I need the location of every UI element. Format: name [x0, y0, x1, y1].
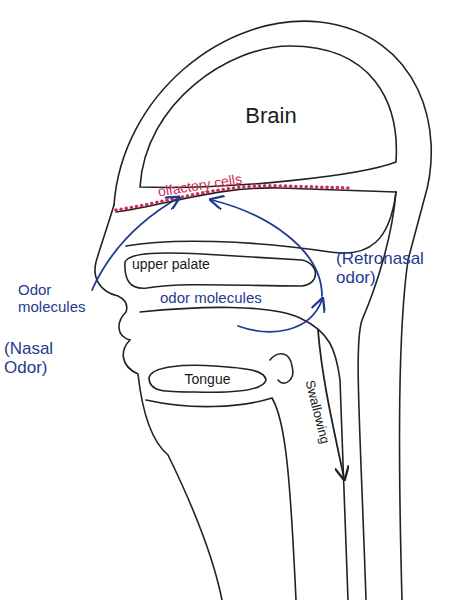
olfactory-dot — [320, 185, 324, 189]
olfactory-dot — [165, 198, 169, 202]
olfactory-dot — [325, 186, 329, 190]
olfactory-dot — [284, 184, 288, 188]
nasal-arrow — [92, 198, 178, 290]
olfactory-dot — [330, 186, 334, 190]
skull-outline — [114, 21, 431, 600]
olfactory-dot — [294, 185, 298, 189]
olfactory-dot — [310, 185, 314, 189]
olfactory-dot — [304, 185, 308, 189]
olfactory-dot — [252, 185, 256, 189]
retronasal-label: (Retronasal odor) — [336, 250, 456, 287]
shape-node: upper palate — [122, 250, 322, 290]
olfactory-dot — [299, 185, 303, 189]
odor-label: odor molecules — [160, 290, 300, 307]
outline-group — [95, 21, 431, 600]
node-text: Tongue — [185, 371, 231, 387]
olfactory-dot — [155, 201, 159, 205]
olfactory-dot — [336, 186, 340, 190]
node-text: upper palate — [132, 256, 210, 272]
olfactory-dot — [278, 184, 282, 188]
olfactory-dot — [258, 184, 262, 188]
olfactory-dot — [346, 186, 350, 190]
shape-node: Brain — [140, 42, 402, 190]
dot-guide — [116, 188, 350, 212]
uvula — [270, 354, 293, 383]
olfactory-dot — [135, 205, 139, 209]
olfactory-dot — [119, 207, 123, 211]
olfactory-dot — [160, 200, 164, 204]
odor-label: Odor molecules — [18, 282, 98, 315]
node-outline-path — [140, 46, 396, 187]
mouth-roof — [140, 307, 348, 600]
olfactory-dot — [124, 207, 128, 211]
olfactory-dot — [289, 185, 293, 189]
nasal-floor — [126, 192, 396, 253]
olfactory-dot — [140, 204, 144, 208]
nasal-label: (Nasal Odor) — [4, 340, 74, 377]
olfactory-dot — [315, 185, 319, 189]
jaw-throat-line — [146, 398, 296, 600]
olfactory-dot — [130, 206, 134, 210]
olfactory-label: olfactory cells — [120, 166, 280, 206]
olfactory-dot — [247, 185, 251, 189]
olfactory-dot — [268, 184, 272, 188]
olfactory-dot — [263, 184, 267, 188]
shape-node: Tongue — [145, 362, 270, 396]
olfactory-dot — [114, 208, 118, 212]
node-outline-path — [149, 365, 266, 392]
retronasal-arrow — [212, 200, 322, 296]
arrow-group — [92, 198, 344, 478]
olfactory-dot — [150, 202, 154, 206]
olfactory-dot — [273, 184, 277, 188]
node-outline-path — [125, 253, 316, 288]
node-text: Brain — [245, 103, 296, 129]
olfactory-dot — [341, 186, 345, 190]
swallowing-label: Swallowing — [297, 357, 337, 467]
olfactory-dot — [145, 203, 149, 207]
